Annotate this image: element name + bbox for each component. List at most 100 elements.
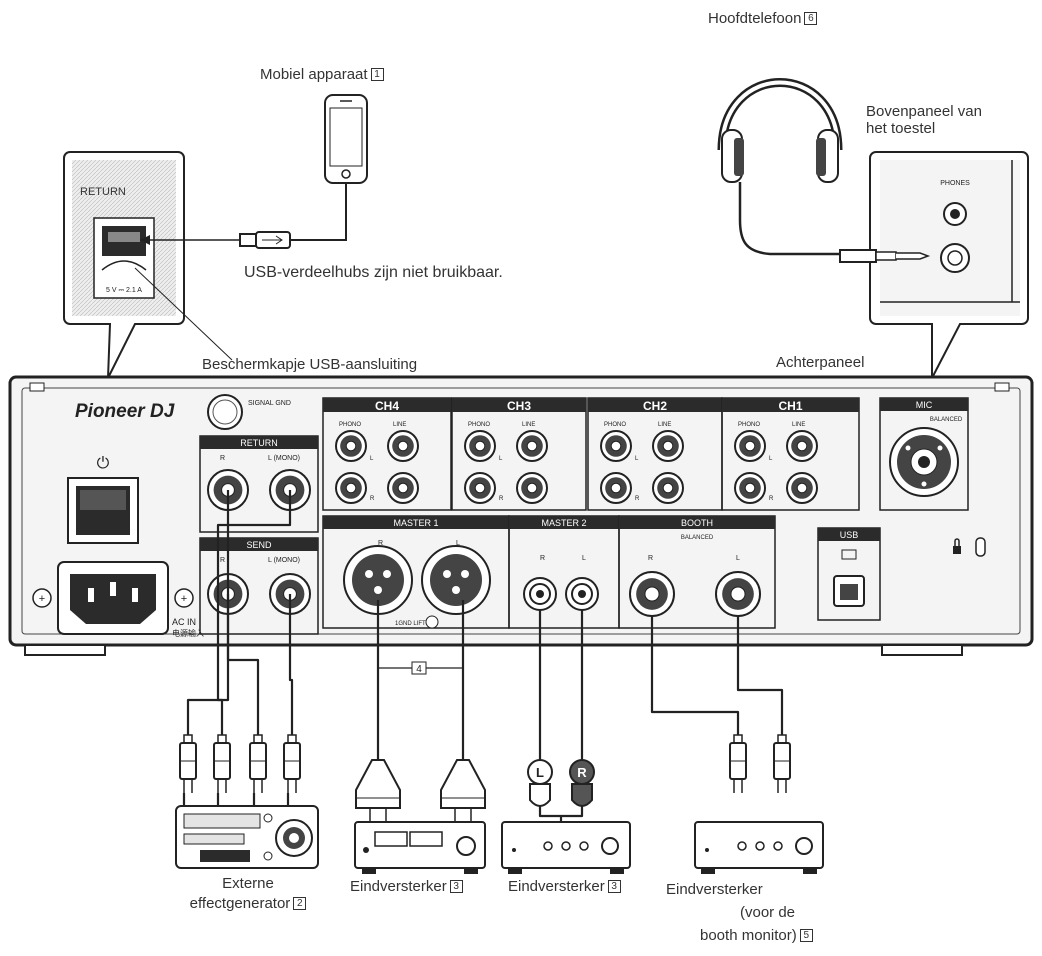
top-panel-label: Bovenpaneel van het toestel	[866, 103, 982, 137]
svg-text:L: L	[769, 456, 773, 462]
line-label: LINE	[658, 422, 671, 428]
gnd-lift-label: 1GND LIFT	[395, 621, 426, 627]
line-l-jack	[387, 430, 419, 462]
kensington-lock	[953, 537, 986, 557]
svg-text:R: R	[648, 555, 653, 562]
phono-label: PHONO	[468, 422, 490, 428]
phono-label: PHONO	[738, 422, 760, 428]
amp3-number: 5	[799, 929, 813, 942]
booth-r-cable	[650, 616, 740, 735]
rca-plug-l: L	[527, 759, 553, 807]
phono-r-jack	[464, 472, 496, 504]
fx-trs-plug-2	[213, 734, 231, 793]
amp3-label: Eindversterker (voor de booth monitor)5	[658, 878, 813, 947]
master1-l-xlr	[421, 545, 491, 615]
return-label: RETURN	[240, 438, 278, 448]
amp1-number: 3	[449, 880, 463, 893]
signal-gnd-label: SIGNAL GND	[248, 400, 291, 407]
line-label: LINE	[522, 422, 535, 428]
master1-label: MASTER 1	[393, 518, 438, 528]
ac-in-cn-label: 电源输入	[172, 628, 204, 638]
svg-text:R: R	[769, 496, 774, 502]
amplifier-3-device	[694, 821, 824, 874]
svg-text:R: R	[577, 765, 587, 780]
headphone-cable	[738, 182, 840, 256]
mobile-device-icon	[324, 94, 368, 184]
svg-text:L: L	[635, 456, 639, 462]
phono-l-jack	[335, 430, 367, 462]
usb-rating-label: 5 V ⎓ 2.1 A	[106, 287, 142, 294]
svg-text:R: R	[540, 555, 545, 562]
master-link-number: 4	[416, 664, 422, 675]
usb-hubs-note: USB-verdeelhubs zijn niet bruikbaar.	[244, 264, 503, 281]
fx-trs-plug-1	[179, 734, 197, 793]
svg-text:+: +	[39, 593, 45, 605]
master2-l-rca	[565, 577, 599, 611]
amp2-number: 3	[607, 880, 621, 893]
svg-text:L: L	[456, 540, 460, 547]
cap-leader-line	[134, 267, 233, 361]
send-l-jack	[269, 573, 311, 615]
phono-l-jack	[734, 430, 766, 462]
amplifier-1-device	[354, 821, 486, 874]
rear-panel-label: Achterpaneel	[776, 354, 865, 371]
phono-l-jack	[464, 430, 496, 462]
channel-label: CH3	[507, 399, 531, 413]
svg-text:L: L	[582, 555, 586, 562]
callout-return-text: RETURN	[80, 186, 126, 198]
xlr-plug-l	[440, 759, 486, 822]
booth-plug-l	[773, 734, 791, 793]
line-l-jack	[516, 430, 548, 462]
phones-label: PHONES	[940, 180, 970, 187]
phono-r-jack	[734, 472, 766, 504]
headphone-plug	[839, 249, 931, 263]
ac-inlet: + + AC IN 电源输入	[32, 561, 204, 638]
svg-text:R: R	[635, 496, 640, 502]
master-link-bracket: 4	[377, 604, 464, 675]
amplifier-2-device	[501, 821, 631, 874]
svg-text:L (MONO): L (MONO)	[268, 557, 300, 564]
master2-label: MASTER 2	[541, 518, 586, 528]
svg-text:L (MONO): L (MONO)	[268, 455, 300, 462]
svg-text:BALANCED: BALANCED	[681, 535, 714, 541]
rca-plug-r: R	[569, 759, 595, 807]
booth-plug-r	[729, 734, 747, 793]
brand-logo: Pioneer DJ	[75, 401, 175, 422]
usb-a-plug	[239, 231, 291, 249]
svg-text:+: +	[181, 593, 187, 605]
svg-text:L: L	[736, 555, 740, 562]
return-l-cable	[216, 490, 292, 735]
phono-r-jack	[600, 472, 632, 504]
channel-label: CH2	[643, 399, 667, 413]
mic-label: MIC	[916, 400, 933, 410]
usb-label: USB	[840, 530, 859, 540]
booth-l-cable	[736, 616, 784, 735]
external-fx-number: 2	[293, 897, 307, 910]
phono-l-jack	[600, 430, 632, 462]
return-send-block: RETURN R L (MONO) SEND R L (MONO)	[199, 435, 319, 635]
mobile-number: 1	[370, 68, 384, 81]
headphones-number: 6	[804, 12, 818, 25]
effect-generator-device	[175, 805, 319, 869]
booth-block: BOOTH BALANCED R L	[618, 515, 776, 629]
usb-block: USB	[817, 527, 881, 621]
line-l-jack	[652, 430, 684, 462]
mobile-usb-cable	[290, 183, 347, 241]
svg-text:R: R	[220, 557, 225, 564]
svg-text:BALANCED: BALANCED	[930, 417, 963, 423]
svg-text:L: L	[536, 765, 544, 780]
booth-r-jack	[629, 571, 675, 617]
booth-label: BOOTH	[681, 518, 713, 528]
xlr-plug-r	[355, 759, 401, 822]
power-switch: ⏻	[67, 455, 139, 544]
